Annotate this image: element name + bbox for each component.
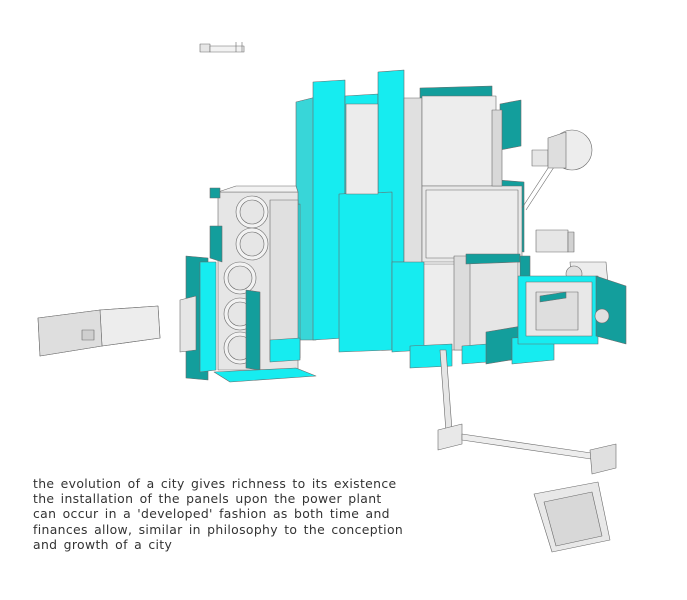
left-floating-block bbox=[37, 305, 161, 357]
right-equipment-cluster bbox=[517, 229, 627, 345]
top-right-cylinder bbox=[521, 129, 593, 211]
walkway-and-lower-blocks bbox=[437, 349, 617, 553]
caption-line: can occur in a 'developed' fashion as bo… bbox=[33, 506, 390, 522]
cylinder-stack bbox=[217, 185, 299, 371]
caption-line: the evolution of a city gives richness t… bbox=[33, 476, 397, 491]
caption-text: the evolution of a city gives richness t… bbox=[33, 476, 433, 552]
grey-central-block bbox=[345, 95, 523, 353]
small-block-top bbox=[199, 42, 245, 53]
left-teal-panels bbox=[179, 187, 317, 383]
caption-line: the installation of the panels upon the … bbox=[33, 491, 382, 507]
caption-line: finances allow, similar in philosophy to… bbox=[33, 521, 404, 537]
caption-line: and growth of a city bbox=[33, 536, 173, 552]
